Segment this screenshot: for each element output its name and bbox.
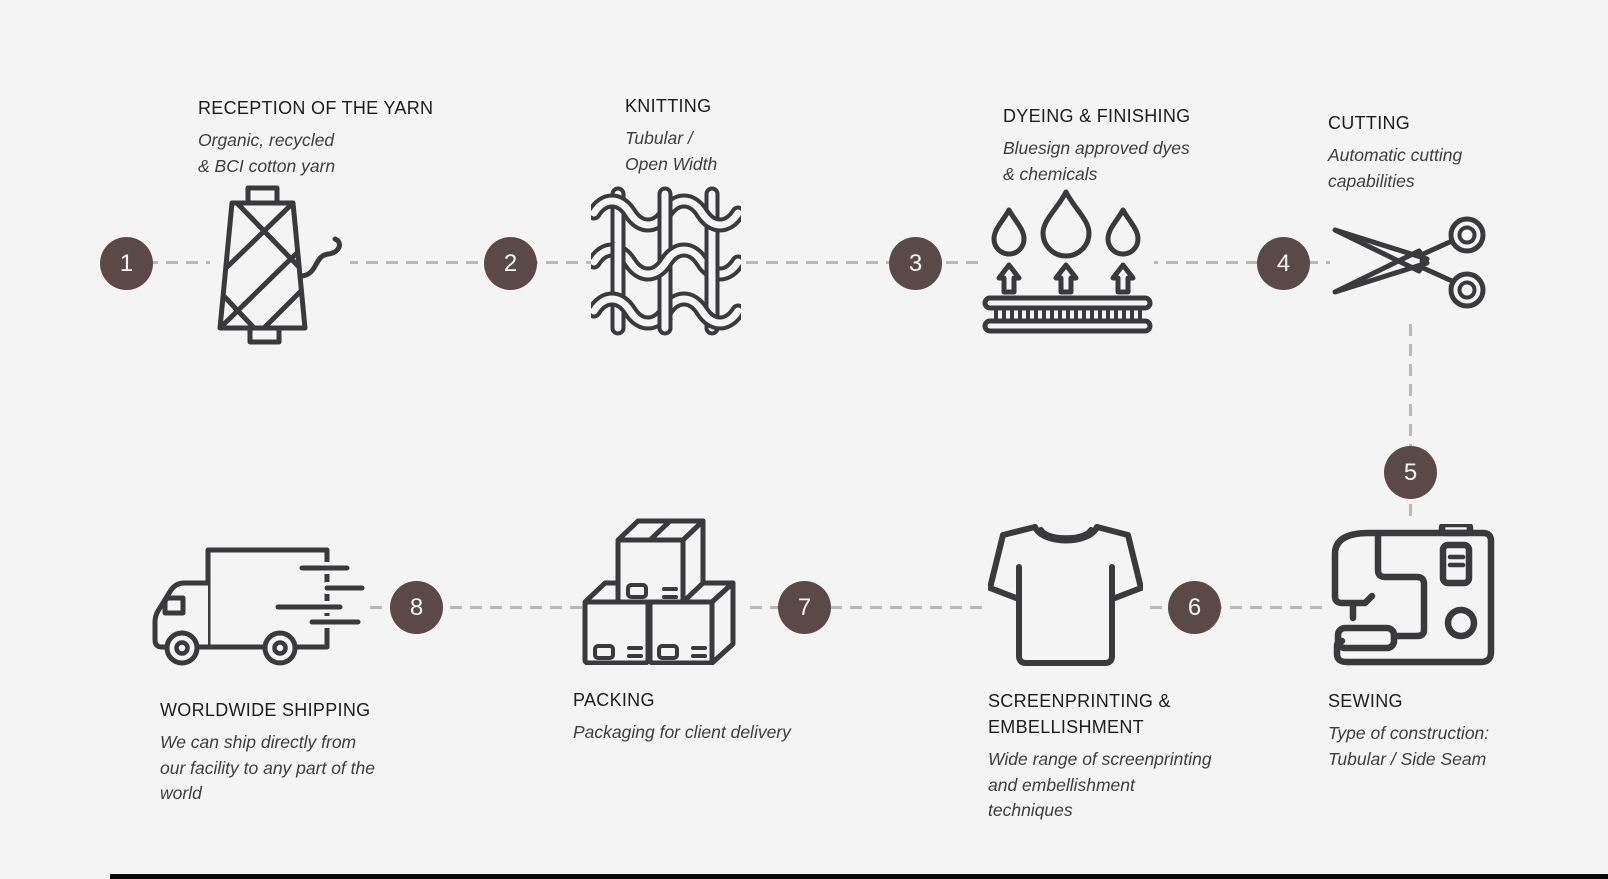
step-5-text: SEWING Type of construction: Tubular / S… [1328, 688, 1548, 772]
step-8-text: WORLDWIDE SHIPPING We can ship directly … [160, 697, 420, 807]
step-4-badge: 4 [1257, 237, 1310, 290]
step-3-badge: 3 [889, 237, 942, 290]
flow-line-top-row [126, 261, 1411, 264]
step-4-subtitle: Automatic cutting capabilities [1328, 145, 1463, 191]
step-6-badge: 6 [1168, 581, 1221, 634]
step-2-subtitle: Tubular / Open Width [625, 128, 718, 174]
step-1-title: RECEPTION OF THE YARN [198, 98, 434, 118]
tshirt-icon [988, 522, 1143, 668]
scissors-icon [1330, 216, 1490, 316]
step-8-subtitle: We can ship directly from our facility t… [160, 732, 375, 803]
sewing-machine-icon [1325, 524, 1497, 668]
step-7-text: PACKING Packaging for client delivery [573, 687, 863, 746]
boxes-icon [582, 515, 742, 665]
knitted-fabric-icon [591, 186, 741, 336]
step-6-subtitle: Wide range of screenprinting and embelli… [988, 749, 1212, 820]
step-1-badge: 1 [100, 237, 153, 290]
dye-drops-icon [982, 188, 1154, 336]
step-3-text: DYEING & FINISHING Bluesign approved dye… [1003, 103, 1293, 187]
step-1-subtitle: Organic, recycled & BCI cotton yarn [198, 130, 336, 176]
step-5-subtitle: Type of construction: Tubular / Side Sea… [1328, 723, 1490, 769]
step-7-title: PACKING [573, 690, 655, 710]
step-4-title: CUTTING [1328, 113, 1411, 133]
step-6-text: SCREENPRINTING & EMBELLISHMENT Wide rang… [988, 688, 1278, 824]
step-5-badge: 5 [1384, 446, 1437, 499]
step-2-text: KNITTING Tubular / Open Width [625, 93, 915, 177]
step-7-subtitle: Packaging for client delivery [573, 722, 791, 742]
truck-icon [150, 545, 366, 667]
step-5-title: SEWING [1328, 691, 1403, 711]
yarn-cone-icon [210, 176, 350, 348]
step-4-text: CUTTING Automatic cutting capabilities [1328, 110, 1528, 194]
step-2-badge: 2 [484, 237, 537, 290]
flow-line-bottom-row [350, 606, 1411, 609]
step-7-badge: 7 [778, 581, 831, 634]
step-3-title: DYEING & FINISHING [1003, 106, 1191, 126]
flow-line-vertical [1409, 264, 1412, 530]
step-6-title: SCREENPRINTING & EMBELLISHMENT [988, 691, 1171, 737]
step-1-text: RECEPTION OF THE YARN Organic, recycled … [198, 95, 488, 179]
bottom-edge-bar [110, 874, 1608, 879]
step-8-badge: 8 [390, 581, 443, 634]
step-2-title: KNITTING [625, 96, 712, 116]
step-3-subtitle: Bluesign approved dyes & chemicals [1003, 138, 1190, 184]
step-8-title: WORLDWIDE SHIPPING [160, 700, 371, 720]
